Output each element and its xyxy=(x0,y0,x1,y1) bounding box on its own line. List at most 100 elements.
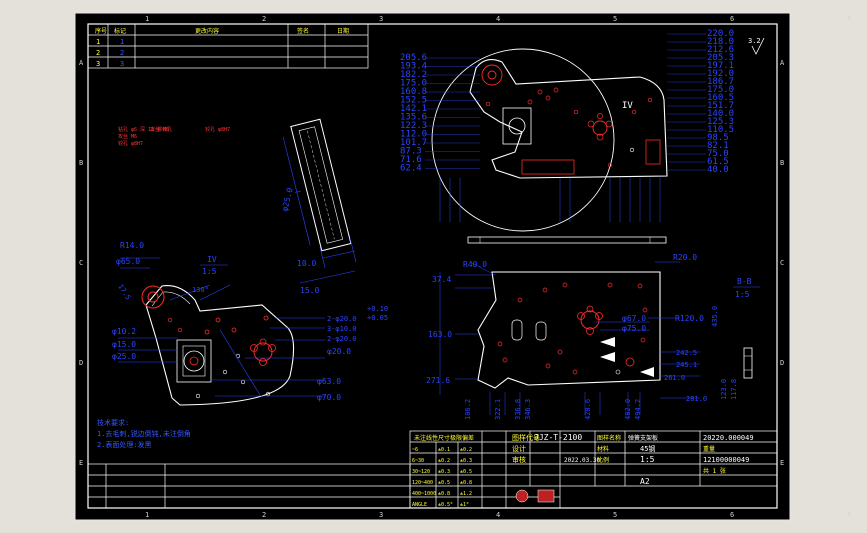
dim-label: φ15.0 xyxy=(112,340,136,349)
rev-row-number: 2 xyxy=(96,49,100,57)
section-scale: 1:5 xyxy=(735,290,750,299)
tolerance-value: ±0.2 xyxy=(438,458,450,464)
red-note: 攻丝 M6 xyxy=(118,133,137,140)
dim-label: 242.5 xyxy=(676,349,697,357)
slot-side-view[interactable] xyxy=(279,118,352,253)
projection-symbol-icon xyxy=(515,489,529,503)
dim-label: R20.0 xyxy=(673,253,697,262)
title-block-label: 未注线性尺寸极限偏差 xyxy=(414,434,474,442)
title-block-label: 图样名称 xyxy=(597,434,621,442)
section-label: B-B xyxy=(737,277,752,286)
dim-label: 182.2 xyxy=(400,70,427,80)
dim-label: 218.0 xyxy=(707,37,734,47)
dim-label: 197.1 xyxy=(707,61,734,71)
title-block-label: 弹簧支架板 xyxy=(628,434,658,442)
title-block-label: 重量 xyxy=(703,445,715,453)
tolerance-value: ±0.1 xyxy=(438,447,450,453)
top-right-part-view[interactable] xyxy=(469,59,668,179)
rev-col-header: 更改内容 xyxy=(195,27,219,35)
tolerance-value: ±0.5 xyxy=(438,480,450,486)
dim-label: 87.3 xyxy=(400,147,422,157)
dim-label: 40.0 xyxy=(707,165,729,175)
tolerance-table: ~6±0.1±0.26~30±0.2±0.330~120±0.3±0.5120~… xyxy=(412,447,472,508)
plate-profile-view[interactable] xyxy=(467,236,667,244)
zone-number: 7 xyxy=(847,511,851,519)
dim-label: R40.0 xyxy=(463,260,487,269)
dim-label: 130° xyxy=(192,286,209,294)
zone-number: 4 xyxy=(496,15,500,23)
dim-label: 281.0 xyxy=(686,395,707,403)
dim-label: 37.4 xyxy=(432,275,451,284)
dim-label: φ65.0 xyxy=(116,257,140,266)
bottom-right-dim-lines xyxy=(439,261,700,415)
dim-label: 135.6 xyxy=(400,113,427,123)
arrow-marker xyxy=(600,352,615,362)
dim-label: 2-φ20.0 xyxy=(327,335,357,343)
dim-label: 112.0 xyxy=(400,130,427,140)
dim-label: 2-φ20.0 xyxy=(327,315,357,323)
drawing-scale: 1:5 xyxy=(640,455,655,464)
title-block-label: 共 1 张 xyxy=(703,467,726,475)
part-number-mid: 12100000049 xyxy=(703,456,749,464)
dim-label: 82.1 xyxy=(707,141,729,151)
zone-number: 6 xyxy=(730,511,734,519)
zone-number: 7 xyxy=(847,15,851,23)
dim-label: 3-φ10.0 xyxy=(327,325,357,333)
right-dimension-stack: 220.0218.0212.6205.3197.1192.0186.7175.0… xyxy=(667,29,734,175)
red-note: 攻丝 M6 xyxy=(150,126,169,133)
zone-number: 2 xyxy=(262,511,266,519)
zone-number: 6 xyxy=(730,15,734,23)
dim-label: 261.0 xyxy=(664,374,685,382)
top-view-vertical-dims xyxy=(439,178,661,222)
zone-numbers-bottom: 12345678 xyxy=(145,511,851,519)
dim-label: 271.6 xyxy=(426,376,450,385)
dim-label: 205.6 xyxy=(400,53,427,63)
arrow-marker xyxy=(600,337,615,347)
dim-label: 98.5 xyxy=(707,133,729,143)
zone-letter: A xyxy=(780,59,785,67)
dim-label: 122.3 xyxy=(400,121,427,131)
dim-label: φ70.0 xyxy=(317,393,341,402)
view-label: IV xyxy=(622,101,633,111)
dim-label: φ63.0 xyxy=(317,377,341,386)
section-bb-view[interactable] xyxy=(743,347,753,379)
revision-table xyxy=(87,23,369,69)
dim-label: 482.0 xyxy=(624,399,632,420)
slot-dim-lines xyxy=(299,237,357,284)
dim-label: 125.3 xyxy=(707,117,734,127)
rev-row-number: 1 xyxy=(96,38,100,46)
zone-letter: A xyxy=(79,59,84,67)
title-block-label: 材料 xyxy=(597,445,609,453)
title-block-label: 设计 xyxy=(512,444,526,453)
dim-label: 110.5 xyxy=(707,125,734,135)
rev-row-mark: 2 xyxy=(120,49,124,57)
detail-label: IV xyxy=(207,255,217,264)
zone-letter: E xyxy=(79,459,83,467)
left-dimension-stack: 205.6193.4182.2175.0160.8152.5142.1135.6… xyxy=(400,53,480,174)
dim-label: 322.1 xyxy=(494,399,502,420)
dim-label: 106.2 xyxy=(464,399,472,420)
detail-circle-boundary xyxy=(431,48,615,232)
zone-letter: B xyxy=(780,159,784,167)
title-block-label: 图样代号 xyxy=(512,433,540,442)
dim-label: φ25.0 xyxy=(112,352,136,361)
dim-label: 494.2 xyxy=(634,399,642,420)
tolerance-value: ±0.5° xyxy=(438,502,453,508)
dim-label: φ10.2 xyxy=(112,327,136,336)
dim-label: 205.3 xyxy=(707,53,734,63)
left-part-view[interactable] xyxy=(141,285,295,406)
dim-label: 151.7 xyxy=(707,101,734,111)
dim-label: 160.5 xyxy=(707,93,734,103)
zone-number: 3 xyxy=(379,511,383,519)
title-block-label: 审核 xyxy=(512,455,526,464)
zone-number: 4 xyxy=(496,511,500,519)
dim-tolerance: +0.10 xyxy=(367,305,388,313)
left-dim-lines xyxy=(118,257,325,397)
bottom-right-part-view[interactable] xyxy=(477,271,661,389)
svg-text:3.2: 3.2 xyxy=(748,37,761,45)
sheet-size: A2 xyxy=(640,477,650,486)
zone-number: 1 xyxy=(145,511,149,519)
